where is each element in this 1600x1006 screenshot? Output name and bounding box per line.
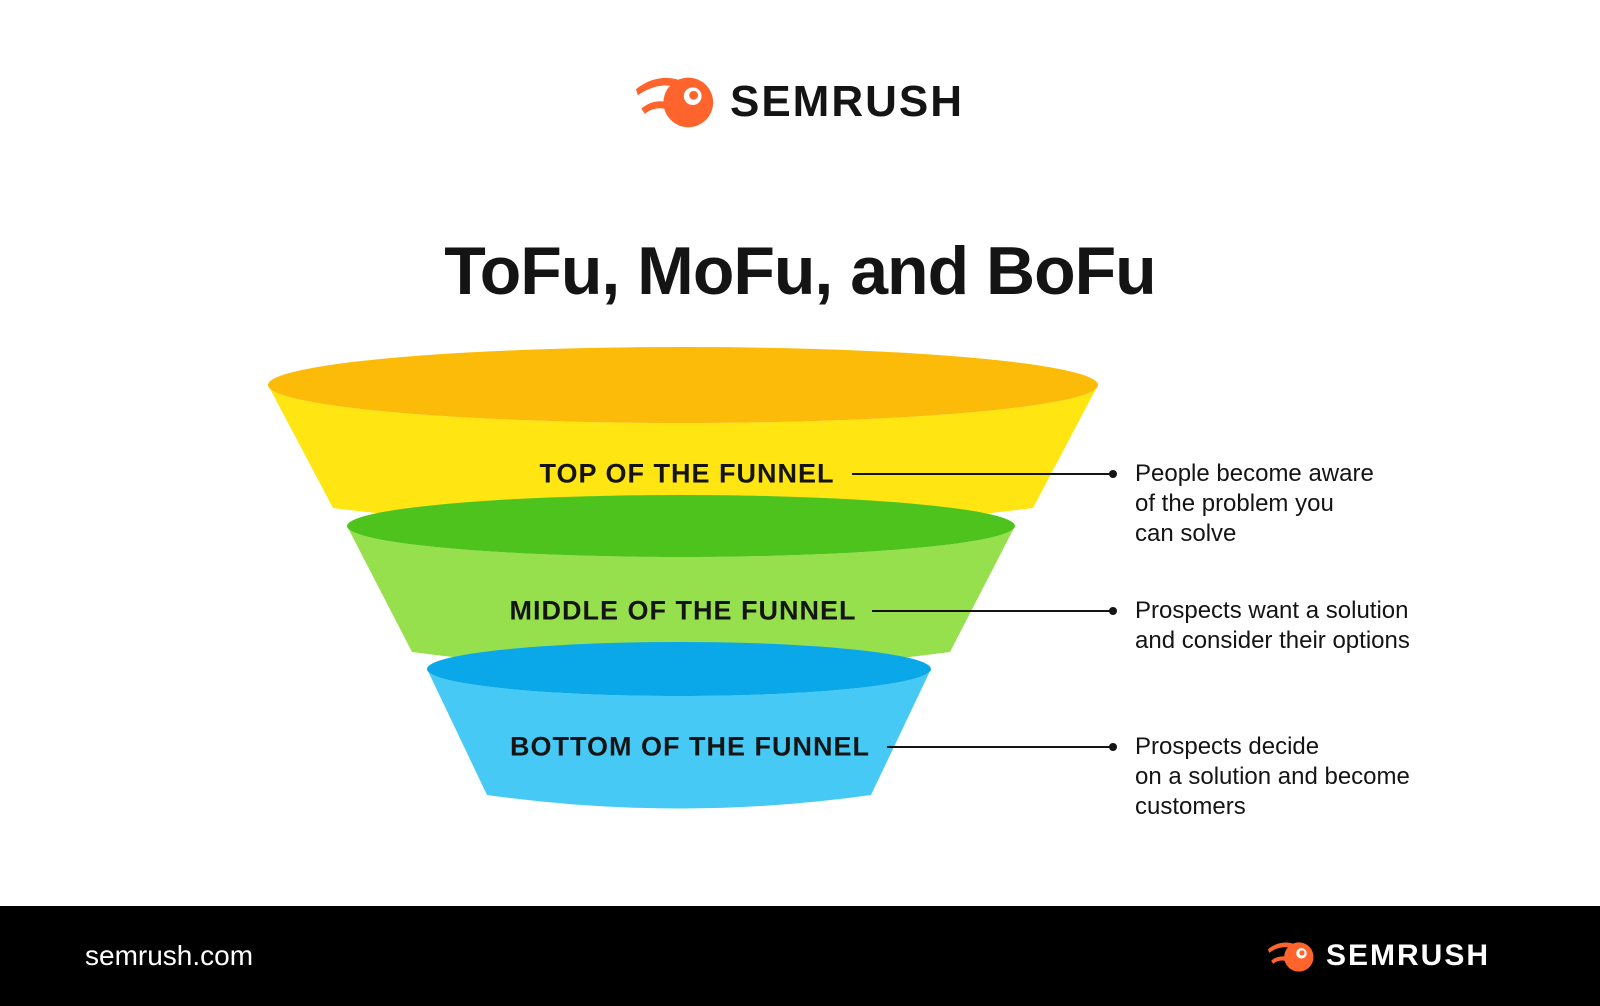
semrush-flame-icon xyxy=(1267,941,1314,972)
footer-bar: semrush.com SEMRUSH xyxy=(0,906,1600,1006)
funnel-description-tofu: People become aware of the problem you c… xyxy=(1135,460,1374,547)
funnel-label-tofu: TOP OF THE FUNNEL xyxy=(539,458,835,489)
footer-logo: SEMRUSH xyxy=(1267,939,1490,973)
semrush-flame-icon xyxy=(635,77,714,128)
page-title: ToFu, MoFu, and BoFu xyxy=(444,232,1156,309)
header-logo: SEMRUSH xyxy=(0,74,1600,129)
connector-line-bofu xyxy=(887,746,1112,748)
funnel-segment-bofu-top xyxy=(427,642,931,696)
footer-brand-text: SEMRUSH xyxy=(1325,939,1490,972)
connector-line-mofu xyxy=(872,610,1112,612)
funnel-label-mofu: MIDDLE OF THE FUNNEL xyxy=(509,595,857,626)
funnel-segment-mofu-top xyxy=(347,495,1015,557)
funnel-description-mofu: Prospects want a solution and consider t… xyxy=(1135,597,1410,654)
footer-site-url: semrush.com xyxy=(85,940,254,971)
header-brand-text: SEMRUSH xyxy=(729,76,965,126)
funnel-segment-tofu-top xyxy=(268,347,1098,423)
funnel-description-bofu: Prospects decide on a solution and becom… xyxy=(1135,733,1410,820)
funnel-label-bofu: BOTTOM OF THE FUNNEL xyxy=(510,731,870,762)
funnel-segment-tofu-body xyxy=(268,385,1098,530)
connector-line-tofu xyxy=(852,473,1112,475)
